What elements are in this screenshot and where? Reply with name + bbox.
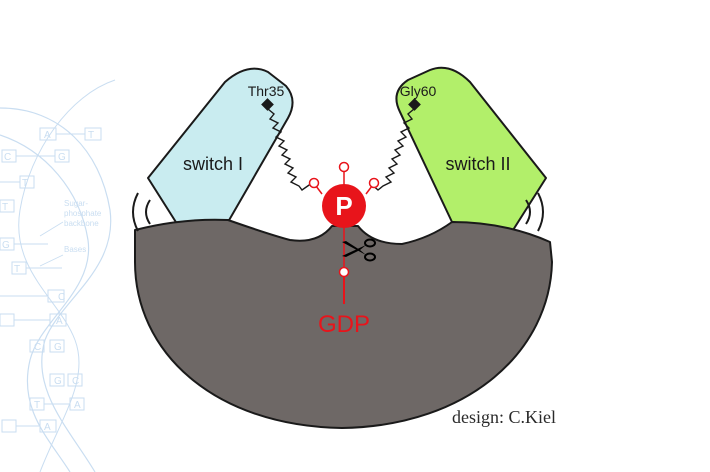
gly60-marker-icon [408, 98, 421, 111]
watermark-base: A [44, 422, 51, 433]
switch-1-residue-label: Thr35 [248, 83, 285, 99]
motion-lines-right [525, 192, 544, 232]
switch-2-label: switch II [445, 154, 510, 174]
gdp-label: GDP [318, 311, 370, 338]
switch-2-residue-label: Gly60 [400, 83, 437, 99]
watermark-base: A [56, 316, 63, 327]
watermark-base: T [34, 400, 40, 411]
phosphate-group: P [308, 161, 380, 228]
watermark-base: A [74, 400, 81, 411]
watermark-base: A [44, 130, 51, 141]
watermark-base: T [2, 202, 8, 213]
watermark-base: C [4, 152, 11, 163]
watermark-base: G [58, 152, 66, 163]
watermark-base: G [2, 240, 10, 251]
watermark-base: C [58, 292, 65, 303]
design-credit: design: C.Kiel [452, 407, 556, 427]
scissors-icon [342, 238, 376, 262]
phosphate-label: P [335, 191, 352, 221]
watermark-base: C [34, 342, 41, 353]
watermark-base: G [54, 342, 62, 353]
watermark-base: C [72, 376, 79, 387]
thr35-marker-icon [261, 98, 274, 111]
phosphate-circle [322, 184, 366, 228]
watermark-backbone-label: backbone [64, 219, 99, 228]
watermark-bases-label: Bases [64, 245, 86, 254]
motion-lines-left [132, 192, 151, 232]
dna-watermark: A T C G T T G C T A C G G C T A A Sugar-… [0, 79, 116, 472]
watermark-base: T [88, 130, 94, 141]
watermark-base: T [14, 264, 20, 275]
gly60-spring [369, 108, 415, 191]
bridge-oxygen [338, 266, 350, 278]
switch-1-label: switch I [183, 154, 243, 174]
watermark-base: T [22, 178, 28, 189]
watermark-backbone-label: Sugar- [64, 199, 88, 208]
watermark-backbone-label: phosphate [64, 209, 102, 218]
watermark-base: G [54, 376, 62, 387]
thr35-spring [267, 108, 313, 191]
protein-body [133, 218, 553, 429]
